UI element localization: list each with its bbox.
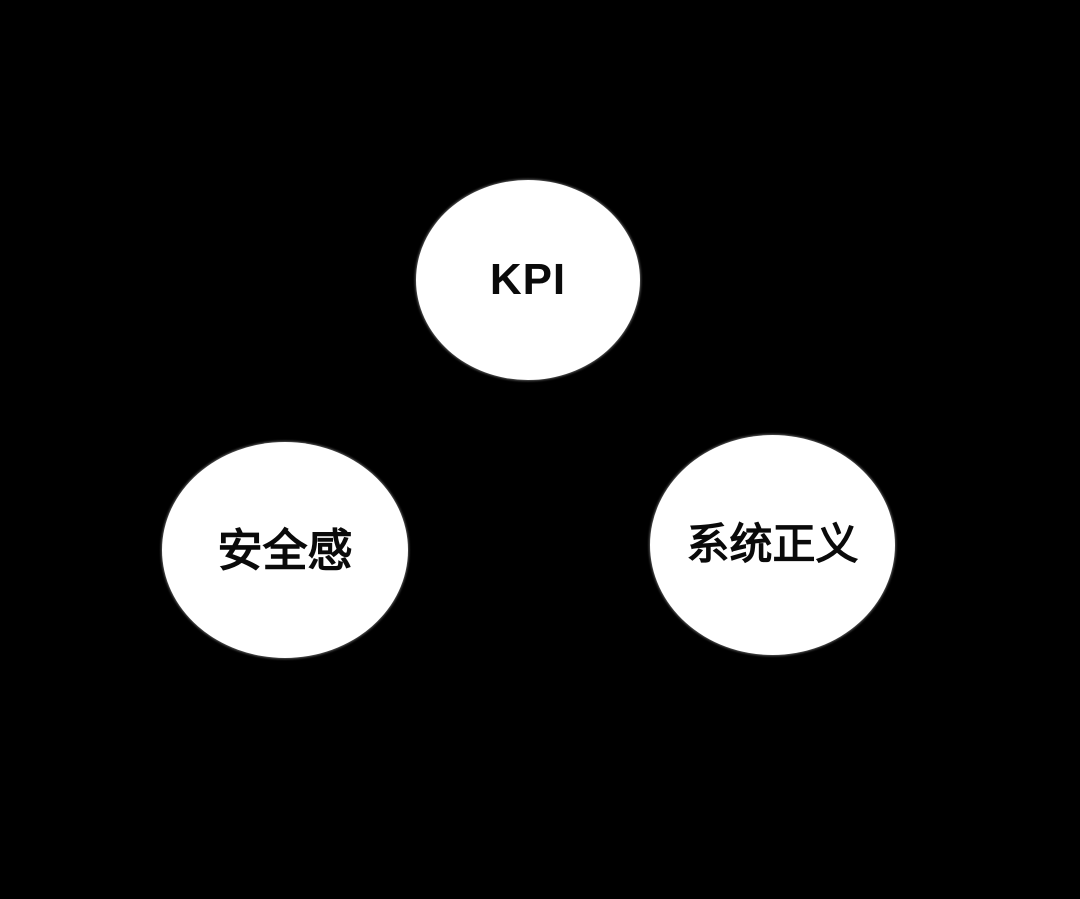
node-kpi-label: KPI bbox=[489, 255, 567, 304]
node-justice-label: 系统正义 bbox=[686, 520, 859, 569]
node-security: 安全感 bbox=[162, 442, 408, 658]
node-justice: 系统正义 bbox=[650, 435, 895, 655]
node-security-label: 安全感 bbox=[217, 524, 353, 576]
node-kpi: KPI bbox=[416, 180, 640, 380]
